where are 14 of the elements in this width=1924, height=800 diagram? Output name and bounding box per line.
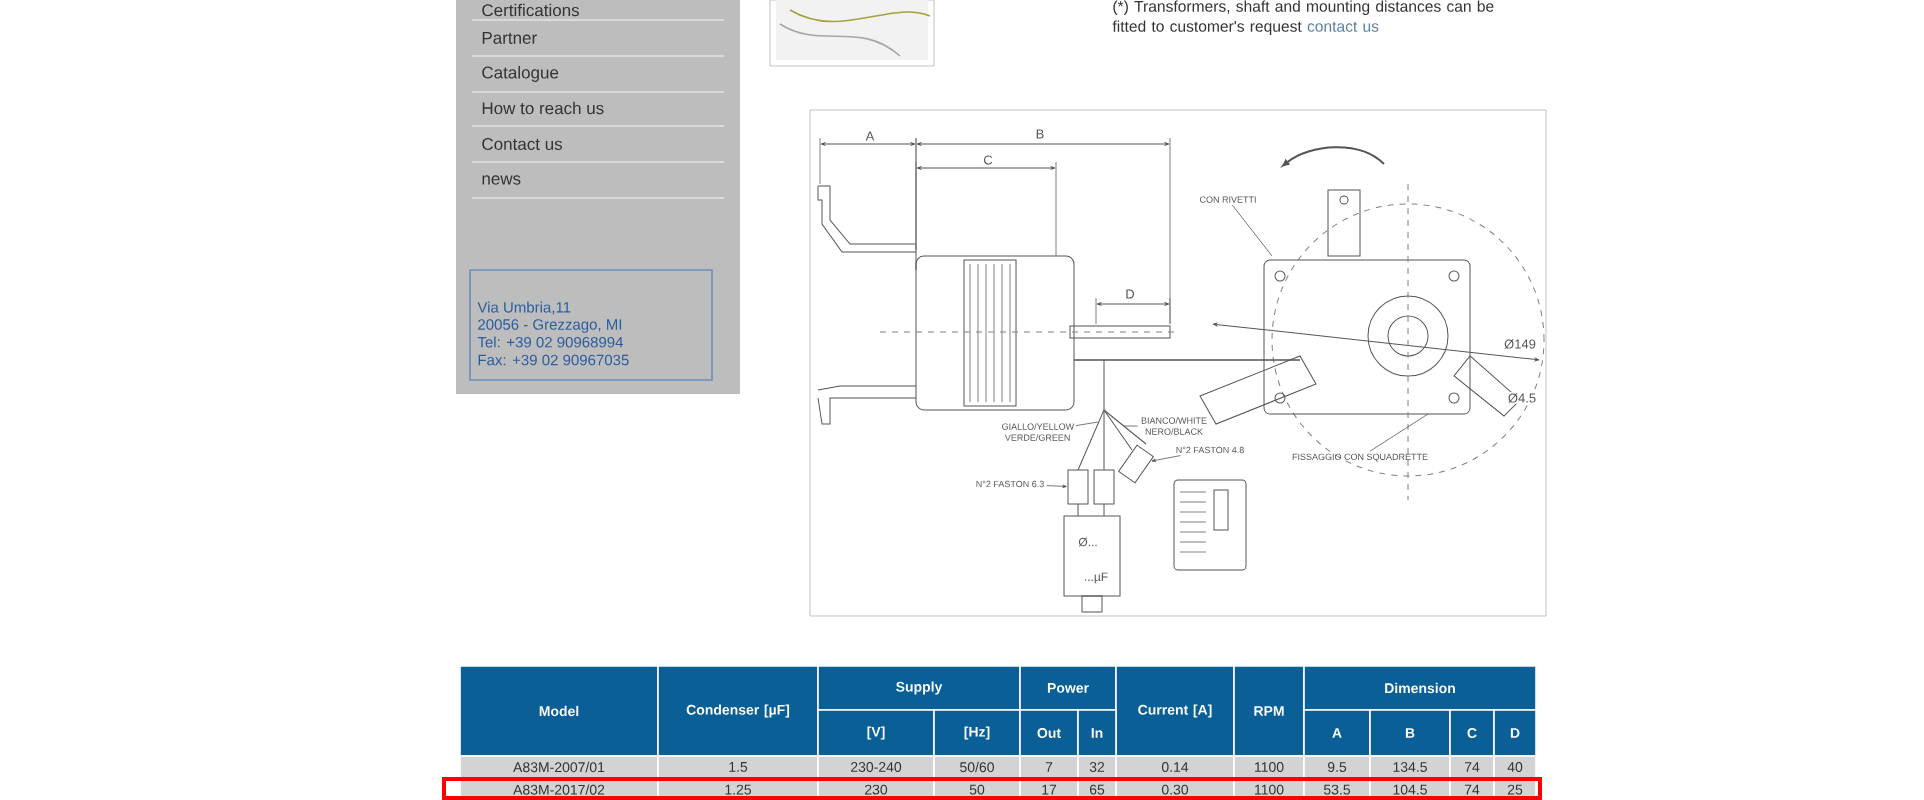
leader-line: [1075, 421, 1099, 427]
leader-line: [1369, 413, 1429, 452]
leader-line: [1046, 484, 1067, 489]
menu-item: How to reach us: [482, 101, 604, 115]
menu-item: Contact us: [482, 138, 562, 150]
connector-plug: [1067, 469, 1089, 505]
menu-item: Certifications: [482, 3, 579, 17]
menu-item: Catalogue: [482, 66, 559, 82]
leader-line: [1231, 204, 1273, 257]
connector-plug: [1118, 444, 1154, 484]
menu-item: news: [482, 175, 521, 185]
leader-line: [1123, 425, 1138, 427]
leader-line: [1151, 455, 1181, 463]
menu-item: Partner: [482, 32, 537, 44]
